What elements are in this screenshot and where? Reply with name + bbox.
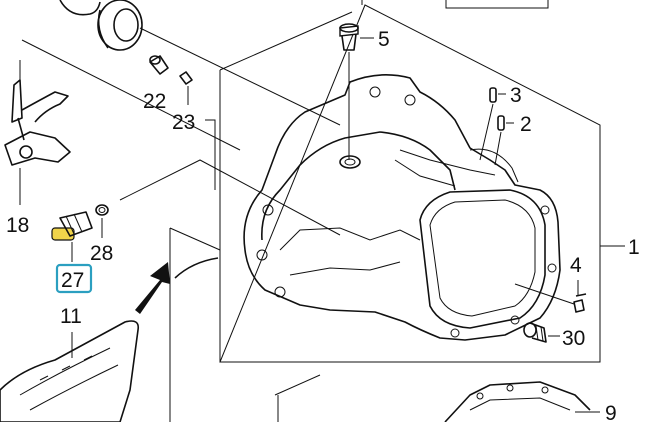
sensor-part-27: [51, 211, 93, 241]
callout-4: 4: [570, 254, 582, 277]
plug-part-30: [523, 322, 547, 343]
insert-arrow: [135, 262, 170, 314]
leader-5: [348, 37, 374, 160]
leader-3: [479, 93, 506, 161]
guide-line-top: [21, 39, 241, 151]
pin-part-3: [489, 87, 497, 103]
washer-part-28: [95, 204, 109, 216]
callout-5: 5: [378, 28, 390, 51]
top-box: [445, 0, 549, 9]
callout-22: 22: [143, 90, 166, 113]
callout-27: 27: [61, 269, 84, 292]
leader-4: [514, 280, 579, 305]
callout-23: 23: [172, 111, 195, 134]
callout-9: 9: [605, 402, 617, 422]
callout-11: 11: [60, 305, 82, 328]
bracket-line: [119, 119, 341, 236]
housing-frame-box: [219, 4, 601, 363]
callout-18: 18: [6, 214, 29, 237]
left-frame-line: [169, 227, 221, 422]
cover-part-11: [0, 320, 140, 422]
pin-part-2: [497, 115, 505, 131]
part-22: [149, 55, 169, 75]
seal-leader: [139, 27, 341, 126]
callout-3: 3: [510, 84, 522, 107]
highlight-box-27: [55, 263, 93, 294]
bolt-part-4: [573, 293, 587, 313]
bolt-part-5: [339, 23, 359, 51]
arrow-curve: [174, 257, 219, 279]
part-23: [179, 71, 193, 85]
callout-2: 2: [520, 113, 532, 136]
leader-2: [494, 122, 514, 166]
shift-fork-part: [4, 79, 71, 166]
oil-pan-part-9: [444, 381, 591, 422]
callout-1: 1: [628, 236, 640, 259]
bottom-guide: [274, 374, 321, 422]
transmission-housing-part: [243, 74, 561, 341]
callout-30: 30: [562, 327, 585, 350]
callout-28: 28: [90, 242, 113, 265]
bearing-seal-part: [59, 0, 143, 51]
